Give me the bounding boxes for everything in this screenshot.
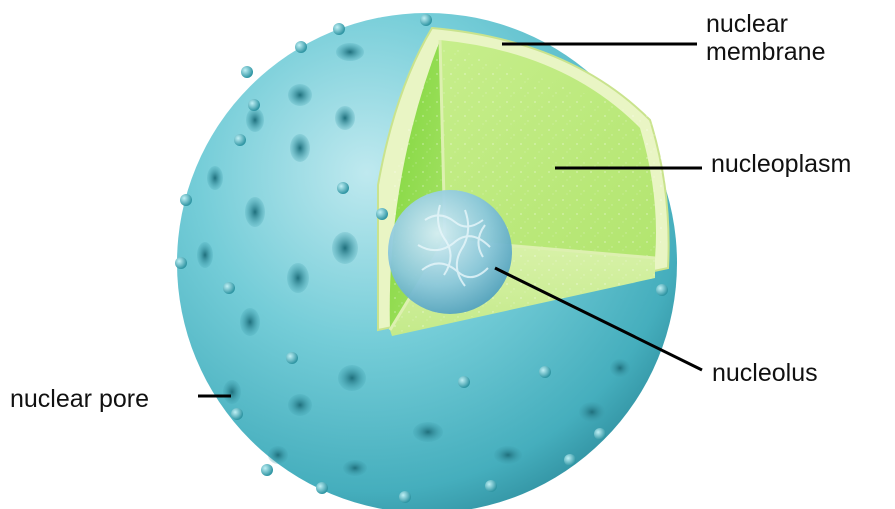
label-nuclear-pore: nuclear pore xyxy=(10,385,149,413)
label-nuclear-membrane-line1: nuclear xyxy=(706,10,826,38)
label-nuclear-membrane-line2: membrane xyxy=(706,38,826,66)
label-nucleoplasm: nucleoplasm xyxy=(711,150,851,178)
label-nucleolus: nucleolus xyxy=(712,359,818,387)
label-nuclear-membrane: nuclear membrane xyxy=(706,10,826,66)
